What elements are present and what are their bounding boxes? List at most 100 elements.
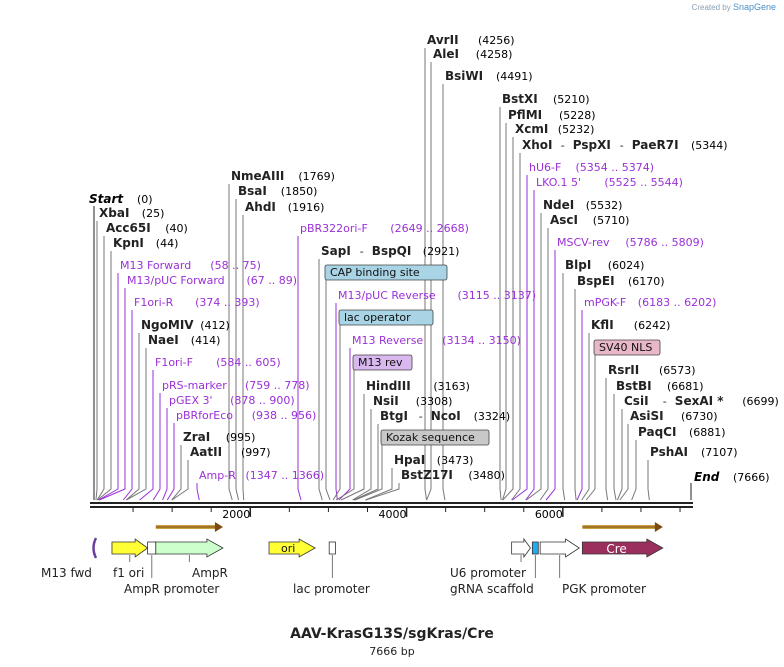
- enzyme-label: NdeI: [543, 198, 574, 212]
- site-connector: [502, 137, 514, 501]
- enzyme-label: PaqCI: [638, 425, 676, 439]
- site-connector: [332, 325, 341, 501]
- enzyme-label: AsiSI: [630, 409, 664, 423]
- site-connector: [318, 259, 323, 501]
- enzyme-position: (6730): [681, 410, 718, 423]
- enzyme-position: (5210): [553, 93, 590, 106]
- feature-cre: [581, 538, 664, 558]
- site-connector: [545, 250, 556, 501]
- primer-label: mPGK-F: [584, 296, 626, 309]
- primer-position: (3134 .. 3150): [442, 334, 521, 347]
- feature-label-below: M13 fwd: [41, 566, 92, 580]
- site-connector: [171, 445, 182, 501]
- enzyme-label: NcoI: [431, 409, 461, 423]
- site-connector: [499, 107, 502, 501]
- primer-label: M13/pUC Forward: [127, 274, 225, 287]
- enzyme-position: (6699): [742, 395, 779, 408]
- primer-label: MSCV-rev: [557, 236, 610, 249]
- primer-label: M13 Forward: [120, 259, 191, 272]
- primer-label: pRS-marker: [162, 379, 227, 392]
- feature-label-below: AmpR: [192, 566, 228, 580]
- enzyme-label: HpaI: [394, 453, 425, 467]
- ampr-orf-arrow-head: [214, 522, 223, 532]
- site-connector: [139, 370, 154, 501]
- primer-position: (1347 .. 1366): [246, 469, 325, 482]
- enzyme-label: NsiI: [373, 394, 399, 408]
- enzyme-label: XhoI: [522, 138, 553, 152]
- enzyme-label: NgoMIV: [141, 318, 194, 332]
- site-connector: [647, 460, 650, 501]
- feature-label-box: [352, 354, 413, 371]
- enzyme-label: ZraI: [183, 430, 210, 444]
- enzyme-label: KflI: [591, 318, 614, 332]
- enzyme-position: (6242): [634, 319, 671, 332]
- site-connector: [235, 199, 240, 501]
- primer-position: (3115 .. 3137): [458, 289, 537, 302]
- feature-label-box: [324, 264, 448, 281]
- site-connector: [616, 409, 623, 501]
- enzyme-position: (6881): [689, 426, 726, 439]
- feature-label-below: gRNA scaffold: [450, 582, 534, 596]
- site-connector: [352, 409, 372, 501]
- feature-lac-promoter: [328, 541, 336, 555]
- site-connector: [338, 348, 351, 501]
- enzyme-position: (1769): [298, 170, 335, 183]
- end-position: (7666): [733, 471, 770, 484]
- enzyme-position: (995): [226, 431, 256, 444]
- enzyme-label: CsiI: [624, 394, 649, 408]
- start-label: Start: [89, 192, 124, 206]
- feature-u6-promoter: [511, 537, 531, 559]
- feature-label-below: AmpR promoter: [124, 582, 219, 596]
- feature-ampr-promoter: [147, 541, 157, 555]
- primer-position: (67 .. 89): [247, 274, 298, 287]
- enzyme-label: NaeI: [148, 333, 179, 347]
- site-separator: -: [360, 245, 364, 258]
- enzyme-label: Acc65I: [106, 221, 151, 235]
- end-label: End: [694, 470, 720, 484]
- primer-position: (374 .. 393): [195, 296, 260, 309]
- site-connector: [512, 175, 528, 501]
- snapgene-logo-text: SnapGene: [732, 2, 776, 12]
- feature-label-below: U6 promoter: [450, 566, 526, 580]
- start-position: (0): [137, 193, 153, 206]
- enzyme-position: (3163): [433, 380, 470, 393]
- primer-position: (2649 .. 2668): [390, 222, 469, 235]
- primer-label: pBR322ori-F: [300, 222, 368, 235]
- site-connector: [576, 310, 583, 501]
- enzyme-label: BsaI: [238, 184, 267, 198]
- feature-ori-label: ori: [281, 542, 295, 555]
- enzyme-label: AhdI: [245, 200, 276, 214]
- enzyme-label: XcmI: [515, 122, 548, 136]
- enzyme-label: BstBI: [616, 379, 652, 393]
- site-connector: [502, 123, 507, 501]
- primer-position: (938 .. 956): [252, 409, 317, 422]
- site-connector: [242, 215, 245, 501]
- feature-label-box: [593, 339, 661, 356]
- site-connector: [152, 393, 161, 501]
- primer-label: M13/pUC Reverse: [338, 289, 436, 302]
- primer-position: (584 .. 605): [216, 356, 281, 369]
- site-connector: [297, 236, 302, 501]
- feature-f1-ori: [111, 538, 149, 558]
- enzyme-position: (4256): [478, 34, 515, 47]
- enzyme-position: (5532): [586, 199, 623, 212]
- primer-label: pBRforEco: [176, 409, 233, 422]
- enzyme-label: BspEI: [577, 274, 615, 288]
- enzyme-position: (25): [142, 207, 165, 220]
- map-title: AAV-KrasG13S/sgKras/Cre: [290, 626, 494, 642]
- site-connector: [325, 280, 331, 501]
- enzyme-position: (1850): [281, 185, 318, 198]
- site-connector: [562, 273, 566, 501]
- feature-ampr: [155, 538, 224, 558]
- enzyme-label: AleI: [433, 47, 459, 61]
- site-connector: [525, 213, 542, 501]
- enzyme-position: (4491): [496, 70, 533, 83]
- scale-label: 6000: [535, 508, 563, 521]
- watermark-prefix: Created by: [691, 3, 731, 12]
- enzyme-position: (4258): [476, 48, 513, 61]
- site-connector: [196, 483, 200, 501]
- site-connector: [171, 460, 189, 501]
- site-connector: [365, 483, 400, 501]
- feature-label: SV40 NLS: [599, 341, 652, 354]
- feature-label: Kozak sequence: [386, 431, 475, 444]
